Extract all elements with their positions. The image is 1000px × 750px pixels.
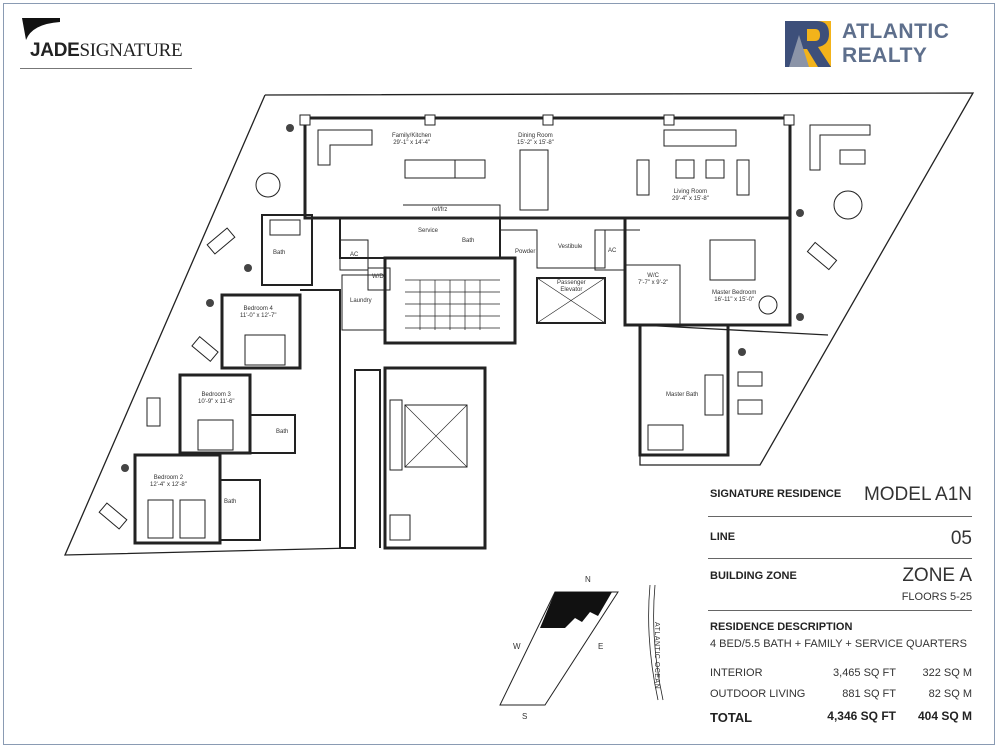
room-dims: 29'-4" x 15'-8" xyxy=(672,196,709,202)
line-value: 05 xyxy=(950,528,972,549)
label-bath-b2: Bath xyxy=(224,499,237,505)
stair-core xyxy=(383,256,517,345)
room-name: Living Room xyxy=(673,189,708,195)
building-zone-label: BUILDING ZONE xyxy=(710,570,797,582)
model-value: MODEL A1N xyxy=(863,484,972,505)
room-dims: 10'-9" x 11'-6" xyxy=(198,399,235,405)
bedroom-3 xyxy=(178,373,252,455)
label-ac-right: AC xyxy=(608,248,617,254)
room-name: Bedroom 3 xyxy=(201,392,231,398)
balcony-outline xyxy=(264,92,975,466)
total-sqft: 4,346 SQ FT xyxy=(827,709,896,723)
floor-plan-drawing xyxy=(63,92,975,556)
interior-sqm: 322 SQ M xyxy=(922,667,972,679)
service-wing xyxy=(339,217,501,259)
room-name: Family/Kitchen xyxy=(392,133,432,139)
bedroom-4 xyxy=(220,293,302,370)
room-name: Master Bedroom xyxy=(712,290,757,296)
room-dims: 12'-4" x 12'-8" xyxy=(150,482,187,488)
divider xyxy=(708,610,972,611)
atlantic-realty-line2: REALTY xyxy=(842,44,928,67)
coastline xyxy=(648,584,659,701)
room-bedroom-2: Bedroom 2 12'-4" x 12'-8" xyxy=(150,475,187,489)
signature-residence-label: SIGNATURE RESIDENCE xyxy=(710,488,842,500)
room-name: W/C xyxy=(647,273,659,279)
zone-value: ZONE A xyxy=(902,565,972,586)
total-label: TOTAL xyxy=(710,710,753,725)
label-ref-frz: ref/frz xyxy=(432,207,448,213)
label-ac-left: AC xyxy=(350,252,359,258)
outdoor-living-label: OUTDOOR LIVING xyxy=(710,688,806,700)
south-label: S xyxy=(522,712,528,721)
master-bath xyxy=(638,323,730,457)
label-bath-b4: Bath xyxy=(273,250,286,256)
jade-logo-italic: SIGNATURE xyxy=(79,40,183,61)
page-frame xyxy=(3,3,995,745)
room-name: Dining Room xyxy=(518,133,553,139)
outdoor-sqft: 881 SQ FT xyxy=(842,688,896,700)
label-service: Service xyxy=(418,228,439,234)
label-bath-service: Bath xyxy=(462,238,475,244)
residence-description-value: 4 BED/5.5 BATH + FAMILY + SERVICE QUARTE… xyxy=(710,638,967,650)
total-sqm: 404 SQ M xyxy=(917,709,972,723)
atlantic-ocean-label: ATLANTIC OCEAN xyxy=(653,622,660,690)
room-dining: Dining Room 15'-2" x 15'-8" xyxy=(517,133,554,147)
passenger-elevator xyxy=(536,277,606,324)
jade-signature-logo-mark xyxy=(22,18,60,40)
room-dims: 7'-7" x 9'-2" xyxy=(638,280,669,286)
label-bath-b3: Bath xyxy=(276,429,289,435)
north-label: N xyxy=(585,575,591,584)
jade-signature-logo: JADESIGNATURE xyxy=(30,40,183,62)
west-label: W xyxy=(513,642,521,651)
room-living: Living Room 29'-4" x 15'-8" xyxy=(672,189,709,203)
label-master-bath: Master Bath xyxy=(666,392,699,398)
room-family-kitchen: Family/Kitchen 29'-1" x 14'-4" xyxy=(392,133,431,147)
line-label: LINE xyxy=(710,531,736,543)
room-dims: 11'-0" x 12'-7" xyxy=(240,313,277,319)
atlantic-realty-wordmark: ATLANTIC REALTY xyxy=(842,20,949,68)
freight-core xyxy=(383,366,487,550)
atlantic-realty-logo-mark xyxy=(785,21,831,67)
master-suite xyxy=(623,216,792,327)
room-name: Bedroom 2 xyxy=(153,475,184,481)
jade-logo-rule xyxy=(20,68,192,69)
label-wd: W/D xyxy=(372,274,384,280)
atlantic-realty-line1: ATLANTIC xyxy=(842,20,950,43)
label-powder: Powder xyxy=(515,249,536,255)
label-laundry: Laundry xyxy=(350,298,372,304)
divider xyxy=(708,558,972,559)
floors-value: FLOORS 5-25 xyxy=(901,591,972,603)
room-dims: 16'-11" x 15'-0" xyxy=(714,297,755,303)
jade-logo-bold: JADE xyxy=(30,40,80,61)
room-bedroom-4: Bedroom 4 11'-0" x 12'-7" xyxy=(240,306,276,320)
residence-description-label: RESIDENCE DESCRIPTION xyxy=(710,621,853,633)
floor-plan: Family/Kitchen 29'-1" x 14'-4" Dining Ro… xyxy=(0,80,1000,580)
room-name: Bedroom 4 xyxy=(243,306,273,312)
unit-location-marker xyxy=(540,592,612,628)
key-plan xyxy=(499,584,664,706)
interior-sqft: 3,465 SQ FT xyxy=(833,667,896,679)
room-dims: 15'-2" x 15'-8" xyxy=(517,140,554,146)
room-bedroom-3: Bedroom 3 10'-9" x 11'-6" xyxy=(198,392,234,406)
label-vestibule: Vestibule xyxy=(558,244,583,250)
label-passenger-elevator: Passenger Elevator xyxy=(557,280,586,293)
east-label: E xyxy=(598,642,604,651)
outdoor-sqm: 82 SQ M xyxy=(928,688,972,700)
divider xyxy=(708,516,972,517)
room-master-bedroom: Master Bedroom 16'-11" x 15'-0" xyxy=(712,290,756,304)
room-dims: 29'-1" x 14'-4" xyxy=(393,140,431,146)
interior-label: INTERIOR xyxy=(710,667,763,679)
room-wic: W/C 7'-7" x 9'-2" xyxy=(638,273,668,287)
